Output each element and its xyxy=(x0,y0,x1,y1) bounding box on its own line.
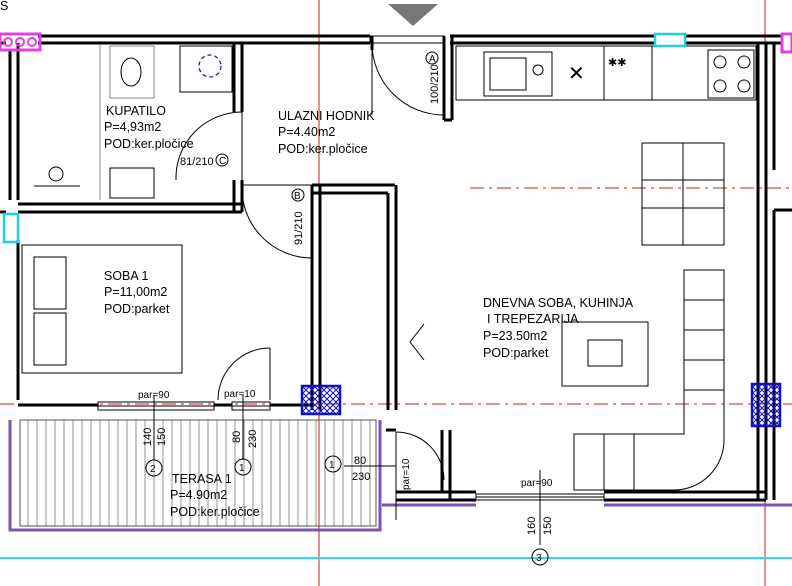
tv-symbol xyxy=(409,323,425,361)
column-2 xyxy=(750,382,782,428)
parapet-label-3: par=10 xyxy=(401,458,412,490)
sofa xyxy=(573,269,725,491)
parapet-label-2: par=10 xyxy=(224,389,256,400)
room-name-kupatilo: KUPATILO xyxy=(106,104,166,118)
dim-w1b-a: 80 xyxy=(354,455,366,467)
dim-w3-b: 150 xyxy=(542,517,554,535)
dim-w2-b: 150 xyxy=(156,428,168,446)
room-area-hodnik: P=4.40m2 xyxy=(278,125,335,139)
room-area-dnevna: P=23.50m2 xyxy=(483,329,547,343)
room-floor-kupatilo: POD:ker.pločice xyxy=(104,137,194,151)
fridge-icon: ✱✱ xyxy=(608,56,626,69)
dim-w2-a: 140 xyxy=(142,428,154,446)
room-name-dnevna: DNEVNA SOBA, KUHINJA xyxy=(483,296,634,310)
section-markers xyxy=(145,51,549,566)
room-floor-dnevna: POD:parket xyxy=(483,346,549,360)
marker-1a: 1 xyxy=(239,463,245,474)
parapet-label-1: par=90 xyxy=(138,390,170,401)
coffee-table xyxy=(561,321,649,387)
parapet-label-4: par=90 xyxy=(521,478,553,489)
room-floor-hodnik: POD:ker.pločice xyxy=(278,142,368,156)
door-label-c: 81/210 xyxy=(180,156,214,168)
room-floor-soba: POD:parket xyxy=(104,302,170,316)
column-1 xyxy=(300,384,342,416)
doors xyxy=(175,42,445,481)
door-tag-c: C xyxy=(219,156,226,167)
room-name-soba: SOBA 1 xyxy=(104,269,149,283)
marker-3: 3 xyxy=(536,553,542,564)
dim-w1b-b: 230 xyxy=(352,471,370,483)
terrace xyxy=(8,419,792,532)
outlets xyxy=(0,32,792,244)
dim-w1-b: 230 xyxy=(247,430,259,448)
room-name-terasa: TERASA 1 xyxy=(172,472,232,486)
door-label-a: 100/210 xyxy=(429,64,441,104)
room-area-terasa: P=4.90m2 xyxy=(170,488,227,502)
kitchen xyxy=(455,45,757,101)
rug xyxy=(587,339,623,367)
utensils-icon: ✕ xyxy=(568,61,585,85)
dim-w3-a: 160 xyxy=(526,517,538,535)
room-name2-dnevna: I TREPEZARIJA xyxy=(487,312,579,326)
room-area-kupatilo: P=4,93m2 xyxy=(104,120,161,134)
room-area-soba: P=11,00m2 xyxy=(104,285,167,299)
room-floor-terasa: POD:ker.pločice xyxy=(170,505,260,519)
door-tag-b: B xyxy=(294,191,301,202)
room-name-hodnik: ULAZNI HODNIK xyxy=(278,109,375,123)
marker-1b: 1 xyxy=(329,460,335,471)
dining-table xyxy=(641,142,725,246)
bathroom-fixtures xyxy=(34,44,233,200)
direction-arrow-icon xyxy=(388,4,438,26)
dimension-lines xyxy=(153,395,541,545)
walls xyxy=(0,34,792,502)
door-label-b: 91/210 xyxy=(293,211,305,245)
marker-2: 2 xyxy=(150,464,156,475)
edge-text: S xyxy=(0,0,8,13)
dim-w1-a: 80 xyxy=(231,431,243,443)
bed xyxy=(21,244,183,374)
door-tag-a: A xyxy=(429,54,436,65)
